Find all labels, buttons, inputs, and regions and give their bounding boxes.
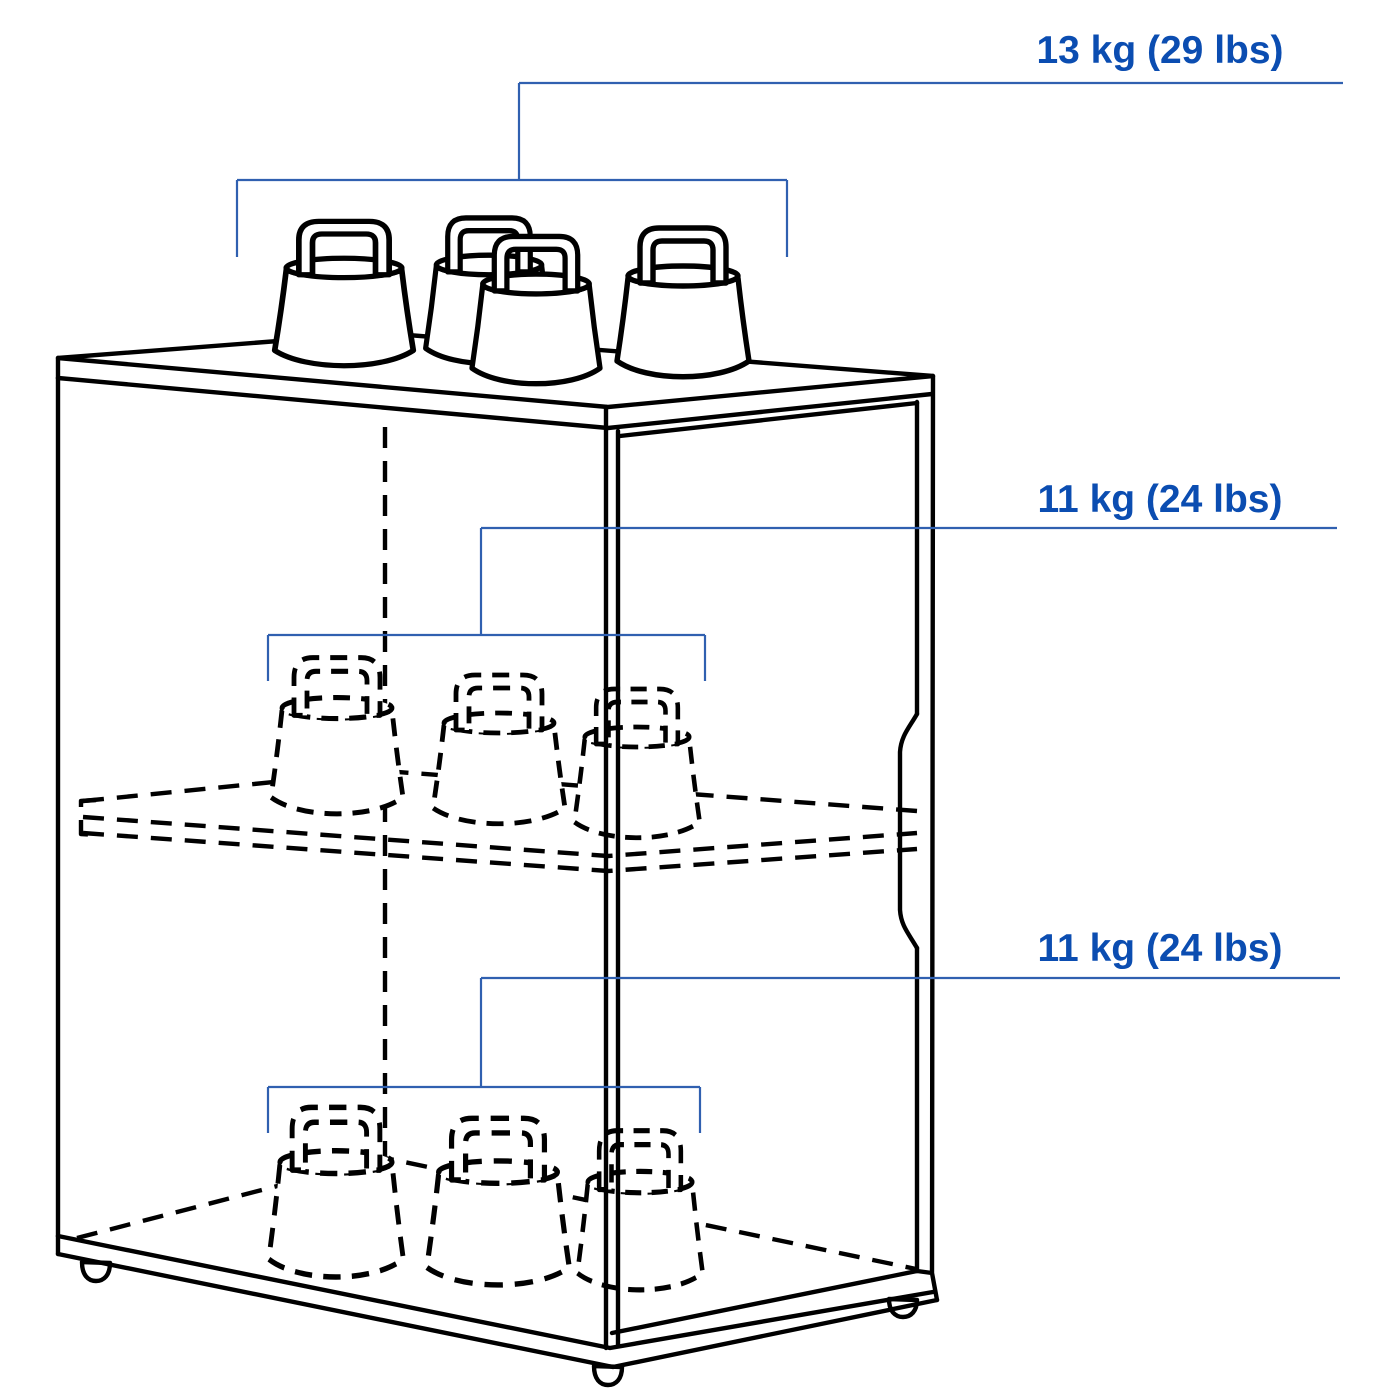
middle-load-bracket [266, 526, 1337, 681]
solid-weight [275, 221, 414, 365]
shelf-back-edge [82, 768, 918, 814]
annotation-bottom-shelf: 11 kg (24 lbs) [266, 927, 1340, 1133]
bottom-load-bracket [266, 976, 1340, 1133]
bottom-load-label: 11 kg (24 lbs) [1038, 927, 1283, 970]
foot-front [591, 1363, 625, 1388]
door-top-edge [617, 400, 920, 439]
solid-weight [617, 228, 749, 377]
ghost-weight [433, 675, 565, 824]
top-load-bracket [235, 81, 1343, 257]
right-outer-edge [929, 373, 936, 1275]
plinth-edge [55, 1251, 940, 1370]
door-handle [897, 711, 920, 951]
foot-left [79, 1259, 113, 1284]
interior-hidden-lines [76, 427, 918, 1272]
annotation-top-surface: 13 kg (29 lbs) [235, 29, 1343, 257]
bottom-front-edge [55, 1233, 936, 1351]
ghost-weight [269, 1107, 404, 1277]
front-edges [603, 373, 936, 1351]
middle-load-label: 11 kg (24 lbs) [1038, 478, 1283, 521]
door-bottom-edge [609, 1268, 920, 1336]
top-weights [275, 218, 749, 384]
ghost-weight [427, 1118, 570, 1285]
top-load-label: 13 kg (29 lbs) [1036, 29, 1283, 72]
ghost-weight [577, 1131, 702, 1290]
shelf-bottom-edge [82, 830, 918, 874]
shelf-weights [271, 658, 700, 838]
ghost-weight [574, 689, 699, 838]
bottom-weights [269, 1107, 703, 1289]
annotation-middle-shelf: 11 kg (24 lbs) [266, 478, 1337, 681]
